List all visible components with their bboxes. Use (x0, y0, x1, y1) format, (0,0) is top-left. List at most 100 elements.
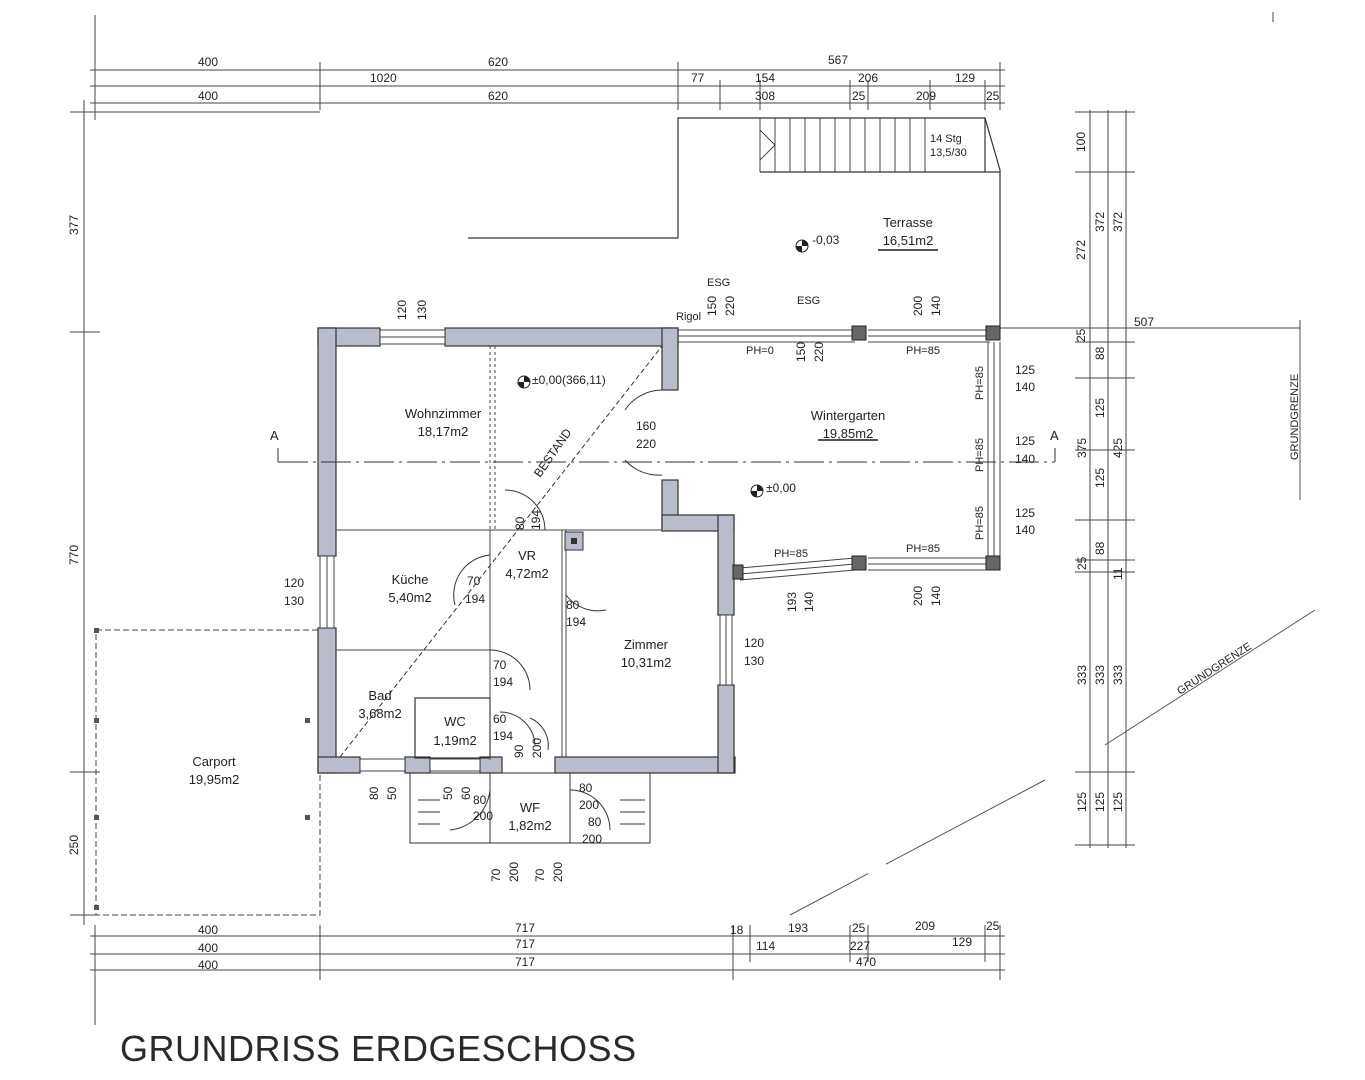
dim-wgbot-1: 200 (911, 586, 925, 606)
left-dimension-texts: 377 770 250 (67, 215, 81, 855)
ph85-bottom: PH=85 (906, 543, 940, 555)
dim-bottom-18: 18 (730, 923, 744, 937)
level-terrace: -0,03 (812, 233, 840, 247)
dim-right-333c: 333 (1111, 665, 1125, 685)
dim-right-333a: 333 (1075, 665, 1089, 685)
dim-bottomdoor-4: 200 (551, 862, 565, 882)
dim-wgside-1: 193 (785, 592, 799, 612)
room-name-wintergarten: Wintergarten (811, 408, 885, 423)
dim-top-25b: 25 (986, 89, 1000, 103)
dim-bottomdoor-2: 200 (507, 862, 521, 882)
dim-doorwf2-2: 200 (473, 809, 493, 823)
dim-top-25a: 25 (852, 89, 866, 103)
room-area-zimmer: 10,31m2 (621, 655, 672, 670)
level-markers (517, 239, 809, 498)
dim-left-250: 250 (67, 835, 81, 855)
dim-right-88: 88 (1093, 346, 1107, 360)
section-a-right: A (1050, 428, 1059, 443)
dim-wzim-2: 130 (744, 654, 764, 668)
grundgrenze-label-2: GRUNDGRENZE (1175, 641, 1254, 698)
dim-bottom-717a: 717 (515, 921, 535, 935)
room-area-wohnzimmer: 18,17m2 (418, 424, 469, 439)
dim-top-400b: 400 (198, 89, 218, 103)
dim-bathwin-1: 80 (367, 786, 381, 800)
dim-wzim-1: 120 (744, 636, 764, 650)
dim-bottom-227: 227 (850, 939, 870, 953)
dim-right-125b: 125 (1093, 468, 1107, 488)
left-dimension-lines (70, 100, 320, 925)
bestand-label: BESTAND (531, 426, 575, 480)
dim-wgr3-1: 125 (1015, 506, 1035, 520)
dim-doorzim-2: 194 (566, 615, 586, 629)
room-name-vr: VR (518, 548, 536, 563)
dim-right-372b: 372 (1111, 212, 1125, 232)
dim-bottom-114: 114 (756, 939, 775, 953)
esg-label-2: ESG (797, 295, 820, 307)
rigol-label: Rigol (676, 311, 701, 323)
dim-wtop-2: 130 (415, 300, 429, 320)
dim-bottom-470: 470 (856, 955, 876, 969)
dim-right-11: 11 (1111, 567, 1125, 580)
top-dimension-texts: 400 620 567 1020 77 154 206 129 400 620 … (198, 53, 1000, 103)
dim-doorbad-2: 194 (493, 675, 513, 689)
dim-left-377: 377 (67, 215, 81, 235)
property-boundary (789, 330, 1316, 916)
dim-doorkue-2: 194 (465, 592, 485, 606)
room-area-kueche: 5,40m2 (388, 590, 431, 605)
dim-wleft-2: 130 (284, 594, 304, 608)
dim-bottom-717b: 717 (515, 937, 535, 951)
dim-left-770: 770 (67, 545, 81, 565)
dim-doorkue-1: 70 (467, 574, 481, 588)
bottom-dimension-lines (90, 12, 1274, 1025)
plan-title: GRUNDRISS ERDGESCHOSS (120, 1028, 637, 1069)
dim-doorvr-1: 80 (513, 516, 527, 530)
esg-label-1: ESG (707, 277, 730, 289)
dim-wgtop-1: 200 (911, 296, 925, 316)
dim-top-400a: 400 (198, 55, 218, 69)
dim-right-272: 272 (1074, 240, 1088, 260)
dim-doorwf4-2: 200 (582, 832, 602, 846)
dim-right-25a: 25 (1074, 328, 1088, 342)
room-name-wf: WF (520, 800, 540, 815)
opening-dimension-texts: 120 130 120 130 120 130 160 220 80 194 7… (284, 296, 1035, 882)
section-a-left: A (270, 428, 279, 443)
windows (319, 329, 733, 772)
dim-wgbot-2: 140 (929, 586, 943, 606)
dim-wgtop-2: 140 (929, 296, 943, 316)
bottom-dimension-texts: 400 717 18 193 25 209 25 400 717 114 227… (198, 919, 1000, 972)
interior-walls (336, 346, 662, 760)
dim-right-425: 425 (1111, 438, 1125, 458)
dim-right-25b: 25 (1075, 556, 1089, 570)
dim-wgside-2: 140 (802, 592, 816, 612)
dim-bottom-193: 193 (788, 921, 808, 935)
grundgrenze-label-1: GRUNDGRENZE (1289, 374, 1301, 460)
dim-right-375: 375 (1075, 438, 1089, 458)
room-area-vr: 4,72m2 (505, 566, 548, 581)
carport-posts (94, 628, 310, 910)
dim-wcwin-2: 60 (459, 786, 473, 800)
dim-bottom-25a: 25 (852, 921, 866, 935)
level-wintergarten: ±0,00 (766, 481, 796, 495)
dim-doorwz-2: 220 (636, 437, 656, 451)
terrace-stairs (759, 118, 926, 172)
dim-wgr1-1: 125 (1015, 363, 1035, 377)
room-area-bad: 3,68m2 (358, 706, 401, 721)
dim-bottom-25b: 25 (986, 919, 1000, 933)
dim-wleft-1: 120 (284, 576, 304, 590)
dim-bottomdoor-3: 70 (533, 868, 547, 882)
dim-top-209: 209 (916, 89, 936, 103)
dim-bathwin-2: 50 (385, 786, 399, 800)
dim-top-620a: 620 (488, 55, 508, 69)
dim-bottom-717c: 717 (515, 955, 535, 969)
dim-doorzim-1: 80 (566, 598, 580, 612)
dim-doorwf3-1: 80 (579, 781, 593, 795)
dim-wgr2-2: 140 (1015, 452, 1035, 466)
ph85-right-1: PH=85 (974, 366, 986, 400)
room-name-kueche: Küche (392, 572, 429, 587)
dim-doorwf1-2: 200 (530, 738, 544, 758)
chimney (564, 531, 584, 551)
dim-doorwc-2: 194 (493, 729, 513, 743)
dim-right-125e: 125 (1111, 792, 1125, 812)
dim-right-100: 100 (1074, 132, 1088, 152)
